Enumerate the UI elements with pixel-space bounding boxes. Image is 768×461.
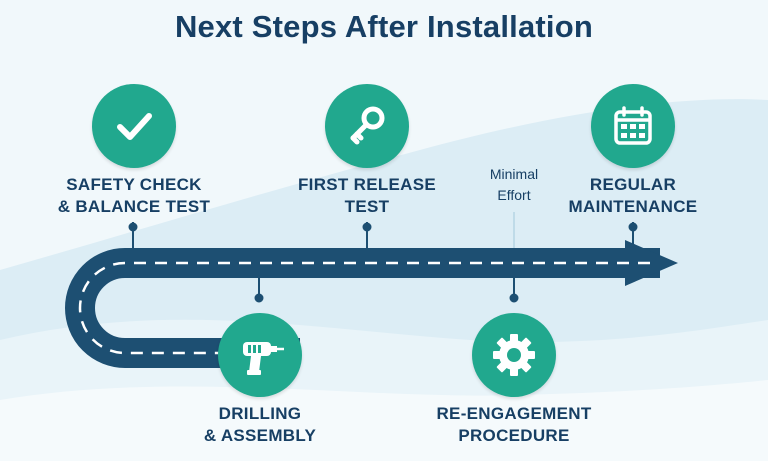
page-title: Next Steps After Installation: [174, 9, 594, 44]
step-reengagement-label: RE-ENGAGEMENT PROCEDURE: [436, 404, 592, 445]
step-drilling-badge: [218, 313, 302, 397]
step-drilling-label: DRILLING & ASSEMBLY: [203, 404, 317, 445]
key-icon: [350, 106, 385, 145]
minimal-effort-note: Minimal Effort: [489, 166, 539, 203]
step-first-release-label: FIRST RELEASE TEST: [297, 175, 437, 216]
drill-icon: [243, 342, 284, 375]
step-reengagement-badge: [472, 313, 556, 397]
step-first-release-badge: [325, 84, 409, 168]
step-safety-check-badge: [92, 84, 176, 168]
calendar-icon: [614, 106, 652, 145]
step-safety-check-label: SAFETY CHECK & BALANCE TEST: [57, 175, 211, 216]
step-maintenance-label: REGULAR MAINTENANCE: [568, 175, 698, 216]
checkmark-icon: [117, 113, 152, 140]
gear-icon: [493, 334, 535, 376]
step-maintenance-badge: [591, 84, 675, 168]
